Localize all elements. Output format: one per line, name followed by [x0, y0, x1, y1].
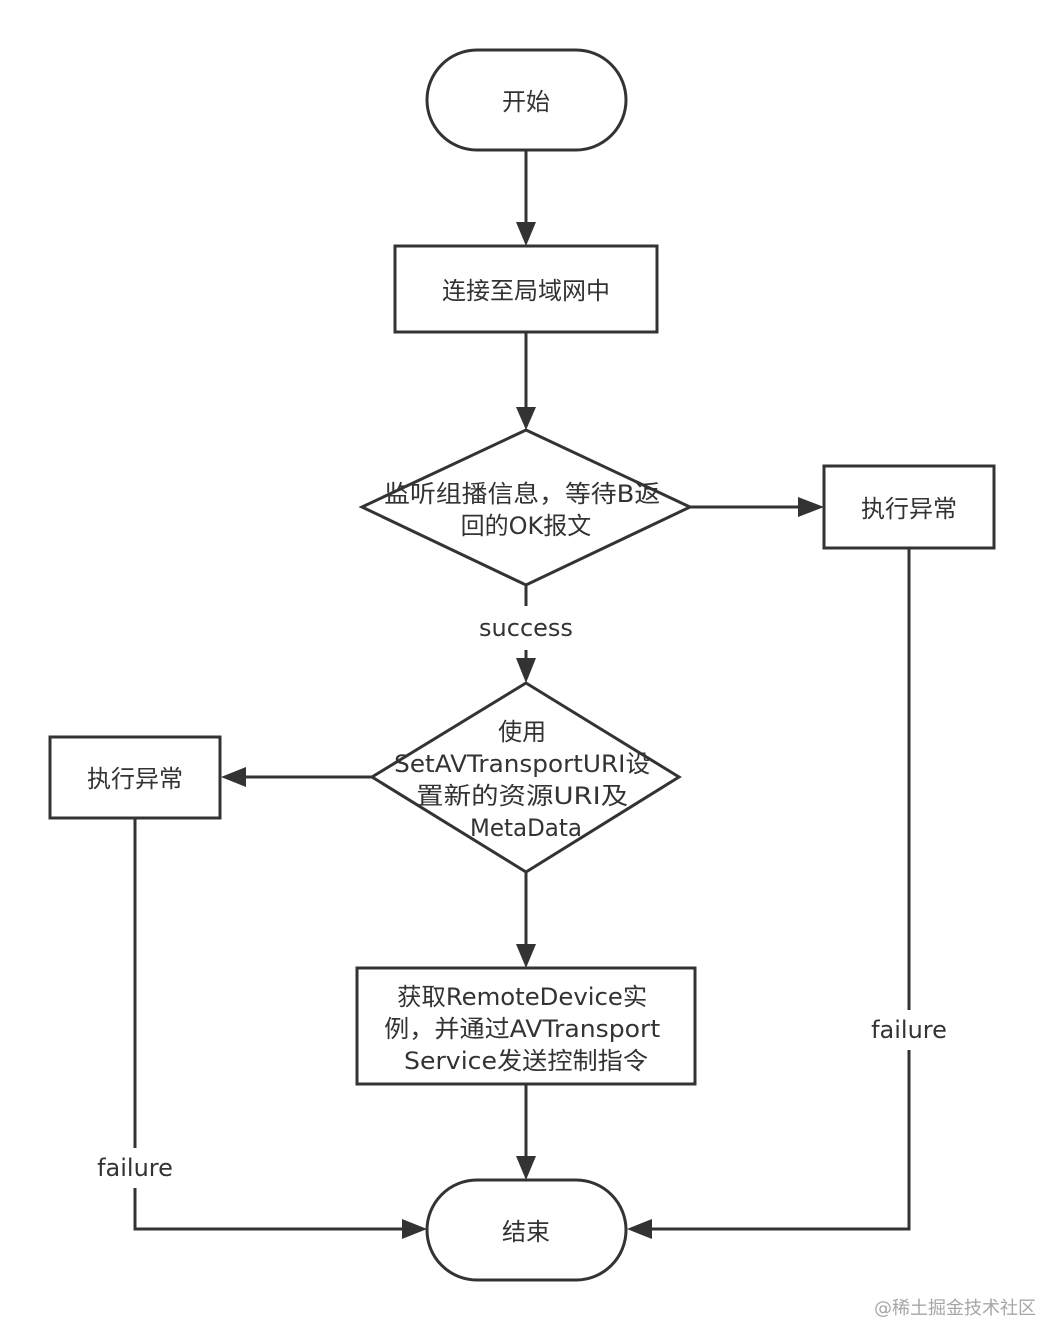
- connect-lan-process: [393, 244, 659, 334]
- error-left-label: 执行异常: [87, 765, 183, 793]
- error-left-process: [48, 735, 222, 820]
- arrowhead: [516, 658, 536, 683]
- arrowhead: [798, 497, 824, 517]
- arrowhead: [516, 222, 536, 246]
- get-device-process: [355, 966, 697, 1086]
- arrowhead: [221, 767, 246, 787]
- watermark-text: @稀土掘金技术社区: [874, 1298, 1036, 1319]
- connect-label: 连接至局域网中: [442, 277, 610, 305]
- error-right-label: 执行异常: [861, 495, 957, 523]
- edge-label-failure-right: failure: [871, 1016, 947, 1044]
- arrowhead: [516, 407, 536, 430]
- error-right-process: [822, 464, 996, 550]
- edge-error-right-to-end: [652, 548, 911, 1231]
- end-label: 结束: [502, 1218, 550, 1246]
- arrowhead: [516, 1156, 536, 1180]
- arrowhead: [627, 1219, 652, 1239]
- arrowhead: [516, 944, 536, 968]
- start-terminal: [425, 48, 628, 152]
- end-terminal: [425, 1178, 628, 1282]
- start-label: 开始: [502, 88, 550, 116]
- arrowhead: [402, 1219, 427, 1239]
- listen-multicast-decision: [358, 428, 694, 587]
- edge-label-failure-left: failure: [97, 1154, 173, 1182]
- get-device-label: 获取RemoteDevice实 例，并通过AVTransport Service…: [384, 983, 668, 1075]
- edge-error-left-to-end: [133, 818, 402, 1231]
- listen-label: 监听组播信息，等待B返 回的OK报文: [384, 480, 668, 540]
- set-uri-label: 使用 SetAVTransportURI设 置新的资源URI及 MetaData: [394, 718, 658, 842]
- edge-label-success: success: [479, 614, 573, 642]
- set-uri-decision: [369, 681, 682, 874]
